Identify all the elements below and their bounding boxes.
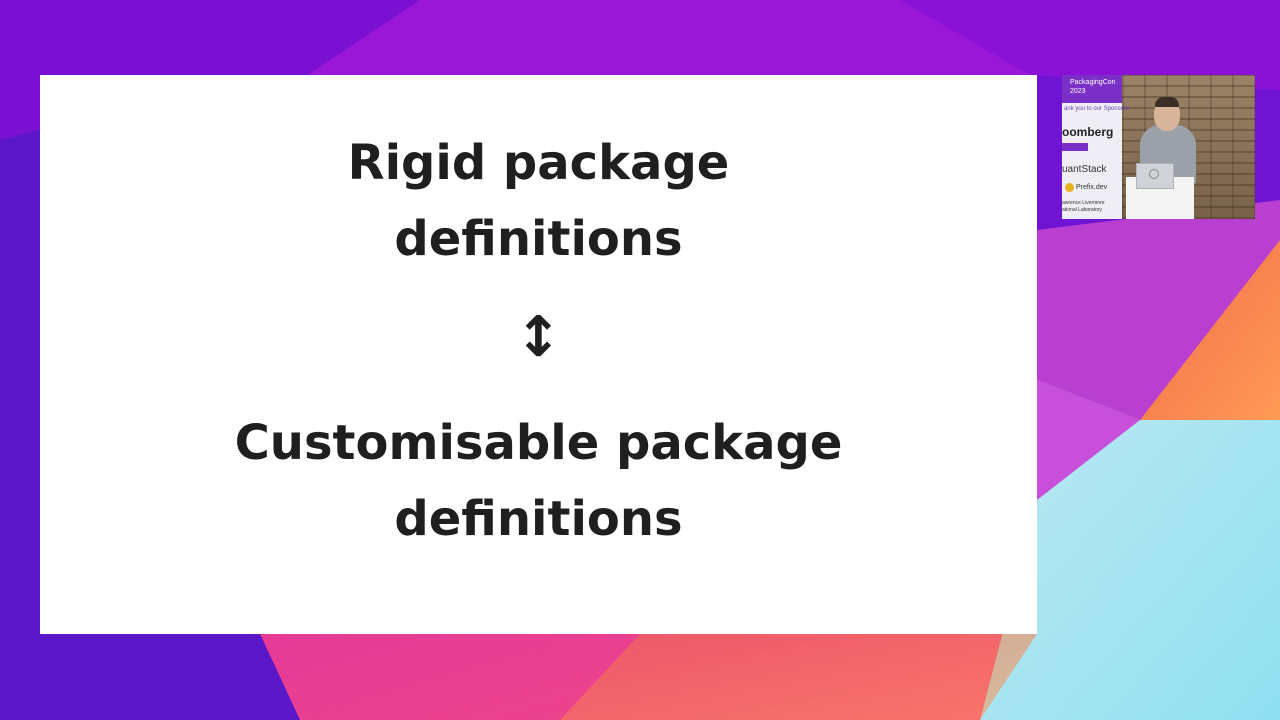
banner-year: 2023 [1070, 88, 1086, 95]
slide-heading-line-2: definitions [394, 211, 683, 267]
sponsor-logo-4-line-1: awrence Livermore [1062, 200, 1105, 206]
presentation-slide: Rigid package definitions ↕ Customisable… [40, 75, 1037, 634]
sponsor-banner: PackagingCon 2023 ank you to our Sponsor… [1062, 75, 1129, 219]
laptop-logo-icon [1149, 169, 1159, 179]
banner-header [1062, 75, 1122, 103]
slide-heading-line-3: Customisable package [234, 415, 843, 471]
sponsor-logo-4-line-2: ational Laboratory [1062, 207, 1103, 213]
slide-heading-line-1: Rigid package [347, 135, 730, 191]
slide-heading-line-4: definitions [394, 491, 683, 547]
banner-title: PackagingCon [1070, 79, 1116, 86]
speaker-camera-feed: PackagingCon 2023 ank you to our Sponsor… [1062, 75, 1255, 219]
sponsor-logo-3: Prefix.dev [1076, 184, 1108, 191]
speaker-hair [1155, 97, 1179, 107]
banner-thanks: ank you to our Sponsors [1064, 106, 1130, 112]
prefix-logo-icon [1065, 183, 1074, 192]
sponsor-logo-1: oomberg [1062, 125, 1114, 139]
sponsor-tag [1062, 143, 1088, 151]
sponsor-logo-2: uantStack [1062, 164, 1107, 175]
up-down-arrow-icon: ↕ [515, 305, 562, 370]
